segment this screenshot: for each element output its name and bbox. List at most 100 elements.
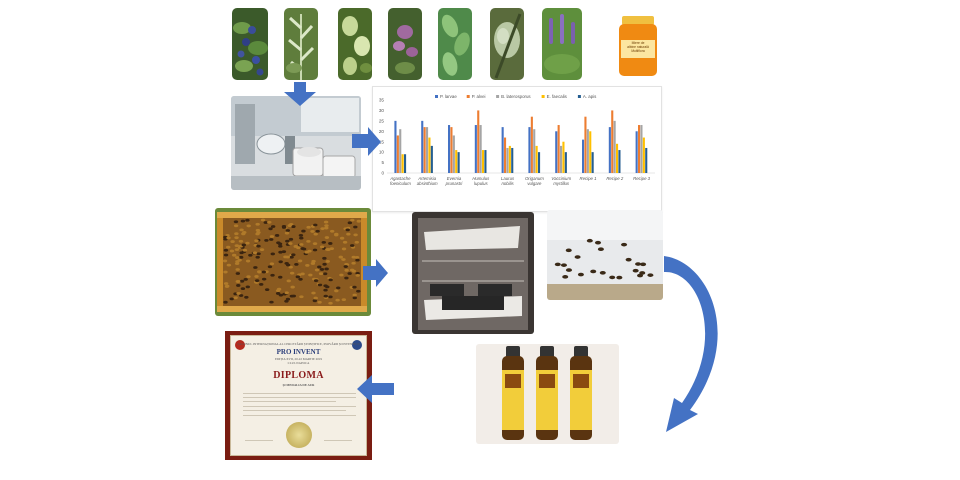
diploma-brand: PRO INVENT — [276, 348, 321, 356]
bee-dot — [312, 248, 318, 252]
bee-dot — [325, 248, 330, 251]
bee-dot — [586, 238, 593, 243]
bee-dot — [310, 262, 316, 265]
bee-dot — [226, 263, 232, 267]
bee-dot — [268, 227, 273, 231]
bee-dot — [319, 245, 325, 249]
bee-dot — [223, 253, 229, 257]
bar — [640, 125, 643, 173]
bar — [501, 127, 504, 173]
category-label: Recipe 3 — [633, 176, 651, 181]
bee-dot — [259, 282, 264, 286]
bee-dot — [264, 238, 269, 242]
bee-dot — [278, 275, 283, 279]
bar — [399, 129, 402, 173]
category-label: Humulus — [472, 176, 490, 181]
bee-dot — [261, 270, 267, 274]
bee-dot — [317, 300, 322, 304]
bee-dot — [270, 225, 276, 228]
bee-dot — [351, 261, 356, 265]
bee-dot — [322, 272, 328, 276]
bee-dot — [291, 253, 296, 257]
bar — [479, 125, 482, 173]
bee-dot — [341, 247, 347, 251]
bee-dot — [256, 231, 261, 234]
bee-dot — [321, 241, 326, 244]
bee-dot — [353, 233, 358, 237]
bar — [511, 147, 514, 173]
category-label: absinthium — [417, 181, 438, 186]
jar-label-line: Miere de — [631, 41, 645, 45]
bee-dot — [234, 232, 239, 236]
bee-dot — [240, 287, 246, 290]
bee-dot — [306, 239, 311, 243]
bar — [608, 127, 611, 173]
bar — [504, 137, 507, 173]
diploma-title: DIPLOMA — [273, 370, 324, 381]
bee-dot — [300, 272, 305, 276]
bee-dot — [267, 265, 273, 269]
bee-dot — [242, 248, 248, 252]
bee-dot — [312, 299, 318, 303]
bee-dot — [281, 250, 287, 254]
category-label: Artemisia — [417, 176, 437, 181]
bee-dot — [301, 229, 306, 233]
bee-dot — [284, 231, 290, 235]
category-label: lupulus — [474, 181, 488, 186]
bee-dot — [336, 286, 341, 290]
bee-dot — [254, 279, 260, 283]
bee-dot — [328, 278, 333, 282]
bee-dot — [239, 279, 245, 283]
bar — [421, 120, 424, 173]
bay-laurel-plant-photo — [438, 8, 472, 80]
bee-dot — [344, 276, 349, 280]
bar — [591, 152, 594, 173]
bee-dot — [328, 295, 333, 299]
bees-in-container-photo — [547, 210, 663, 300]
lab-extraction-photo — [231, 96, 361, 190]
bee-dot — [278, 260, 283, 264]
bee-dot — [234, 262, 240, 266]
oregano-plant-photo — [388, 8, 422, 80]
category-label: vulgare — [527, 181, 542, 186]
bee-dot — [324, 236, 330, 239]
bee-dot — [640, 262, 647, 267]
bee-dot — [599, 270, 606, 275]
bee-dot — [324, 226, 329, 230]
jar-label-line: Multiflora — [631, 49, 645, 53]
bee-dot — [248, 253, 253, 257]
bee-dot — [294, 262, 299, 266]
bar — [401, 154, 404, 173]
bee-dot — [341, 258, 346, 261]
bee-dot — [346, 232, 351, 236]
bee-dot — [285, 229, 291, 232]
bee-dot — [288, 242, 293, 245]
bar — [538, 152, 541, 173]
bar — [582, 139, 585, 173]
bee-dot — [276, 241, 281, 245]
diploma-city: CLUJ-NAPOCA — [287, 361, 310, 365]
bee-dot — [562, 275, 569, 279]
bar — [562, 141, 565, 173]
bee-dot — [298, 277, 303, 281]
bee-dot — [322, 262, 327, 266]
category-label: Vaccinium — [551, 176, 571, 181]
category-label: prunastri — [445, 181, 464, 186]
bee-dot — [295, 275, 301, 279]
bar — [589, 131, 592, 173]
category-label: Agastache — [389, 176, 411, 181]
bee-dot — [325, 285, 330, 289]
bee-dot — [269, 238, 274, 241]
bar — [618, 150, 621, 173]
bee-dot — [285, 297, 291, 301]
bee-dot — [286, 279, 291, 283]
bar — [450, 127, 453, 173]
bee-dot — [350, 244, 355, 247]
bee-dot — [322, 256, 327, 260]
anise-hyssop-plant-photo — [542, 8, 582, 80]
bee-dot — [259, 248, 265, 252]
bee-dot — [235, 280, 241, 283]
bee-dot — [355, 271, 360, 275]
bar — [404, 154, 407, 173]
bee-dot — [245, 259, 251, 263]
